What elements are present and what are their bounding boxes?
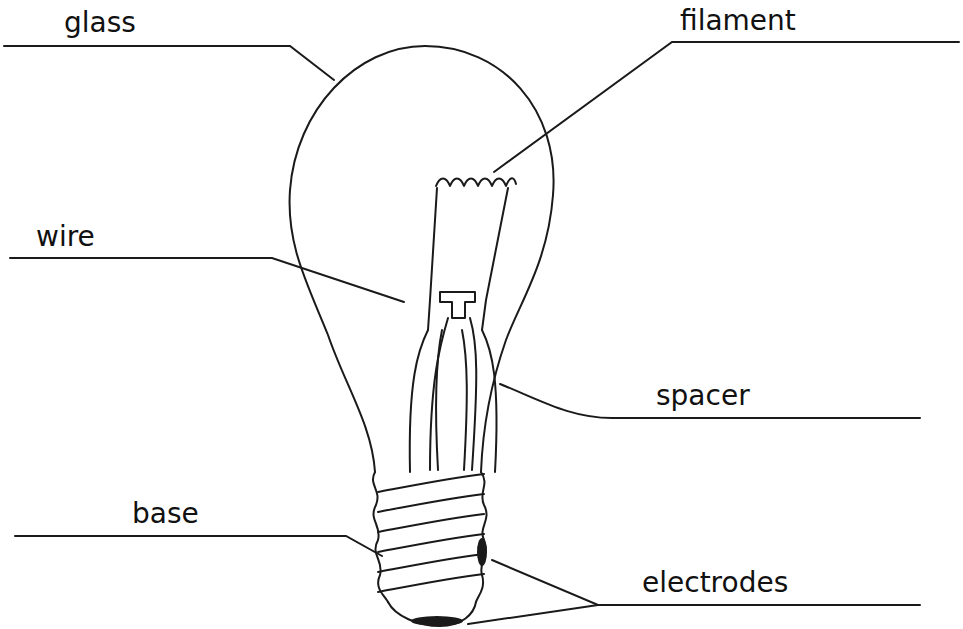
glass-envelope bbox=[290, 46, 554, 472]
base bbox=[476, 472, 487, 602]
screw-thread bbox=[378, 494, 484, 512]
electrode bbox=[411, 616, 463, 626]
part-label: glass bbox=[64, 8, 136, 39]
leader-line bbox=[15, 536, 382, 556]
part-label: filament bbox=[680, 6, 796, 37]
wire bbox=[482, 188, 508, 330]
base bbox=[388, 602, 476, 626]
part-label: spacer bbox=[656, 381, 750, 412]
screw-thread bbox=[378, 534, 484, 552]
lead-wire bbox=[436, 330, 467, 470]
electrode bbox=[477, 538, 487, 566]
part-label: electrodes bbox=[642, 568, 788, 599]
spacer bbox=[410, 330, 497, 472]
screw-thread bbox=[378, 474, 484, 492]
leader-line bbox=[10, 258, 404, 302]
screw-thread bbox=[378, 514, 484, 532]
screw-thread bbox=[378, 574, 484, 592]
lead-wire bbox=[430, 318, 476, 470]
screw-thread bbox=[378, 554, 484, 572]
part-label: base bbox=[132, 499, 199, 530]
filament bbox=[436, 178, 516, 186]
leader-line bbox=[494, 42, 959, 172]
leader-line bbox=[468, 560, 920, 624]
part-label: wire bbox=[36, 222, 95, 253]
wire bbox=[428, 188, 437, 330]
spacer bbox=[440, 292, 475, 318]
leader-lines bbox=[4, 42, 959, 624]
leader-line bbox=[4, 46, 334, 80]
